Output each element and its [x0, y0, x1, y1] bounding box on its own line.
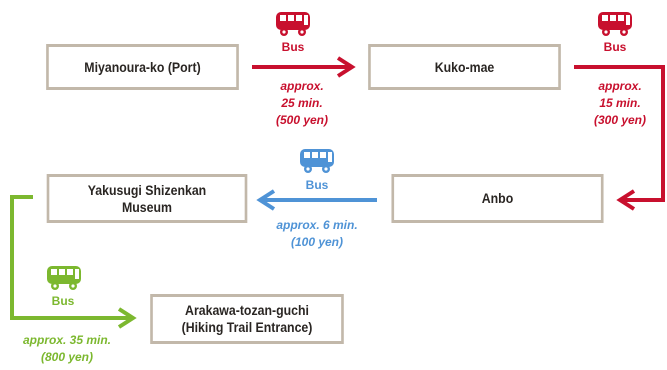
node-kuko-mae: Kuko-mae — [368, 44, 561, 90]
bus-icon — [598, 12, 632, 36]
node-label: Miyanoura-ko (Port) — [84, 58, 201, 75]
bus-icon — [300, 149, 334, 173]
arrowhead-yakusugi — [256, 189, 276, 211]
travel-time-label: approx. 25 min. (500 yen) — [275, 79, 329, 127]
mode-label: Bus — [51, 294, 75, 308]
mode-label: Bus — [305, 178, 329, 192]
node-label: Yakusugi Shizenkan Museum — [87, 181, 207, 215]
node-anbo: Anbo — [391, 174, 604, 223]
arrowhead-kuko — [336, 56, 356, 78]
connector-yakusugi-arakawa — [10, 195, 130, 320]
node-miyanoura-ko: Miyanoura-ko (Port) — [46, 44, 239, 90]
bus-icon — [276, 12, 310, 36]
arrowhead-arakawa — [117, 307, 137, 329]
mode-label: Bus — [603, 40, 627, 54]
travel-time-label: approx. 15 min. (300 yen) — [593, 79, 647, 127]
travel-time-label: approx. 35 min. (800 yen) — [22, 333, 112, 364]
connector-kuko-anbo — [574, 65, 665, 202]
node-yakusugi-shizenkan-museum: Yakusugi Shizenkan Museum — [46, 174, 248, 223]
arrowhead-anbo — [616, 189, 636, 211]
node-arakawa-tozan-guchi: Arakawa-tozan-guchi (Hiking Trail Entran… — [150, 294, 344, 344]
travel-time-label: approx. 6 min. (100 yen) — [276, 218, 358, 249]
mode-label: Bus — [281, 40, 305, 54]
node-label: Arakawa-tozan-guchi (Hiking Trail Entran… — [181, 302, 313, 335]
node-label: Anbo — [481, 190, 514, 206]
bus-icon — [47, 266, 81, 290]
node-label: Kuko-mae — [434, 58, 495, 75]
